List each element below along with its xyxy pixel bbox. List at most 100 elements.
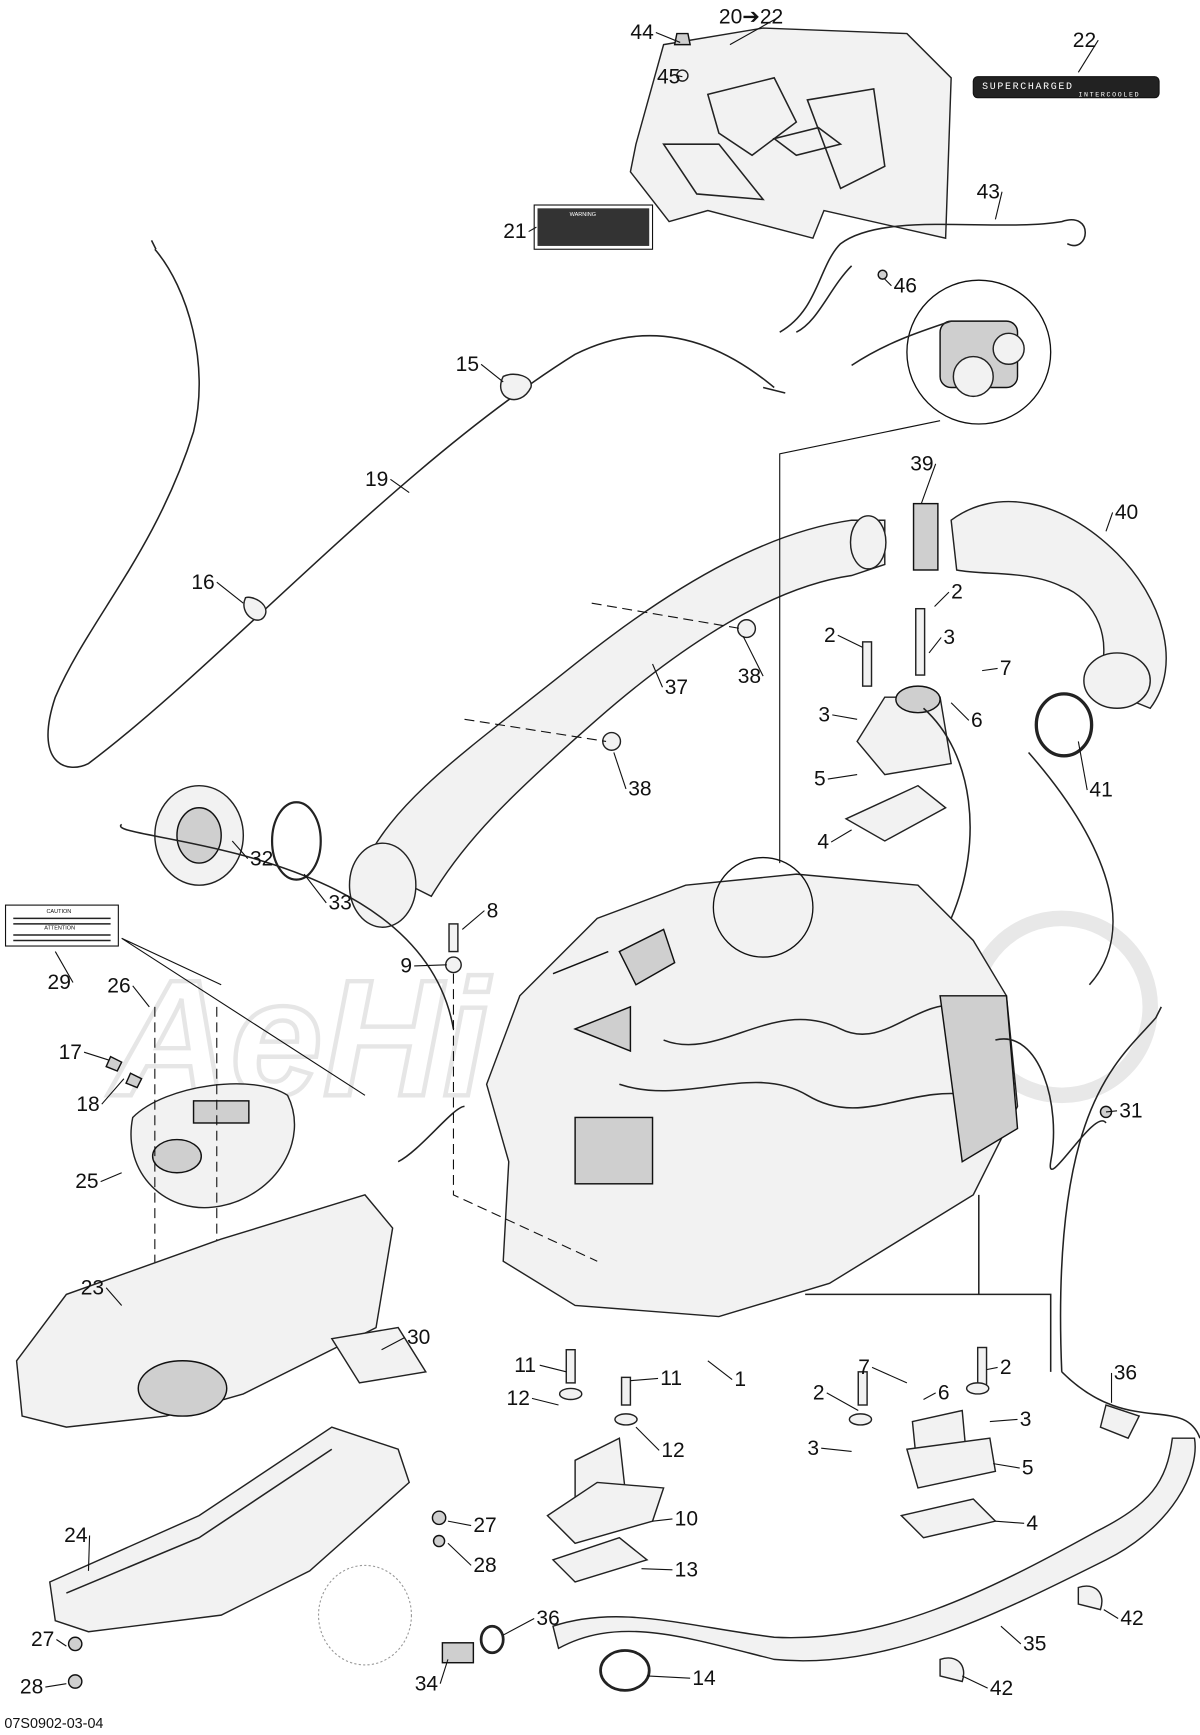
callout-3: 3 — [943, 626, 955, 649]
callout-43: 43 — [977, 180, 1000, 203]
clamp-39 — [912, 502, 939, 571]
supercharged-badge: SUPERCHARGED INTERCOOLED — [972, 76, 1160, 99]
callout-leader-41 — [1077, 741, 1088, 791]
callout-leader-32 — [231, 840, 249, 860]
callout-leader-3 — [832, 714, 858, 720]
callout-leader-3 — [928, 637, 942, 654]
callout-46: 46 — [894, 274, 917, 297]
bolt-38 — [736, 619, 757, 639]
callout-22: 22 — [1073, 29, 1096, 52]
callout-42: 42 — [1120, 1607, 1143, 1630]
callout-2: 2 — [813, 1381, 825, 1404]
engine-mount-front — [546, 1348, 665, 1583]
callout-11: 11 — [514, 1354, 536, 1377]
callout-8: 8 — [487, 899, 499, 922]
callout-1: 1 — [734, 1368, 746, 1391]
caution-decal: CAUTION ATTENTION — [4, 904, 119, 947]
airbox-upper — [15, 1194, 394, 1428]
warning-heading: WARNING — [570, 212, 596, 218]
callout-9: 9 — [400, 955, 412, 978]
callout-leader-42 — [961, 1675, 988, 1689]
callout-leader-3 — [821, 1447, 852, 1453]
badge-line1: SUPERCHARGED — [982, 81, 1073, 92]
callout-15: 15 — [456, 353, 479, 376]
callout-leader-1 — [707, 1360, 733, 1381]
callout-25: 25 — [75, 1170, 98, 1193]
airbox-cover — [130, 1083, 296, 1209]
screw-44 — [673, 32, 692, 46]
callout-38: 38 — [628, 778, 651, 801]
callout-41: 41 — [1089, 779, 1112, 802]
callout-18: 18 — [76, 1093, 99, 1116]
callout-leader-19 — [390, 478, 410, 494]
callout-leader-27 — [447, 1520, 472, 1527]
callout-leader-30 — [381, 1337, 406, 1351]
callout-17: 17 — [59, 1041, 82, 1064]
clip-16 — [243, 596, 267, 621]
airbox-lower — [48, 1426, 411, 1633]
callout-39: 39 — [910, 452, 933, 475]
callout-6: 6 — [971, 709, 983, 732]
callout-leader-36 — [502, 1617, 535, 1636]
engine-mount-rear — [844, 607, 952, 842]
callout-leader-8 — [461, 910, 485, 930]
callout-3: 3 — [818, 704, 830, 727]
callout-leader-11 — [539, 1364, 567, 1373]
wire-harness — [779, 219, 1086, 333]
clips-42 — [939, 1585, 1103, 1683]
callout-3: 3 — [1020, 1408, 1032, 1431]
callout-leader-37 — [652, 663, 663, 688]
callout-leader-38 — [613, 752, 627, 790]
callout-leader-40 — [1105, 512, 1114, 532]
intake-tube — [348, 515, 887, 928]
bolt-8 — [448, 923, 459, 953]
callout-leader-12 — [635, 1426, 660, 1451]
callout-leader-9 — [414, 964, 447, 967]
callout-leader-28 — [45, 1683, 67, 1688]
callout-23: 23 — [81, 1276, 104, 1299]
callout-35: 35 — [1023, 1633, 1046, 1656]
callout-27: 27 — [31, 1628, 54, 1651]
washer-9 — [444, 956, 462, 974]
callout-leader-2 — [986, 1366, 998, 1371]
callout-leader-6 — [923, 1392, 936, 1400]
callout-11: 11 — [660, 1367, 682, 1390]
callout-leader-5 — [993, 1463, 1020, 1469]
callout-24: 24 — [64, 1524, 88, 1547]
callout-29: 29 — [48, 971, 71, 994]
callout-14: 14 — [692, 1667, 716, 1690]
callout-12: 12 — [661, 1439, 684, 1462]
engine-cover — [629, 27, 952, 240]
callout-12: 12 — [507, 1387, 530, 1410]
engine-mount-side — [848, 1346, 997, 1539]
callout-28: 28 — [473, 1554, 496, 1577]
callout-leader-35 — [1000, 1625, 1022, 1645]
callout-19: 19 — [365, 468, 388, 491]
callout-28: 28 — [20, 1676, 43, 1699]
badge-line2: INTERCOOLED — [1078, 91, 1140, 99]
callout-2: 2 — [1000, 1356, 1012, 1379]
callout-leader-14 — [646, 1675, 691, 1679]
callout-27: 27 — [473, 1514, 496, 1537]
callout-leader-29 — [54, 951, 74, 983]
clamp-41 — [1034, 692, 1094, 758]
callout-leader-31 — [1105, 1110, 1118, 1113]
callout-leader-23 — [105, 1287, 123, 1306]
callout-2: 2 — [951, 581, 963, 604]
filter-screen — [317, 1564, 412, 1666]
callout-leader-16 — [216, 581, 244, 604]
callout-36: 36 — [536, 1607, 559, 1630]
callout-13: 13 — [675, 1558, 698, 1581]
filter-30 — [330, 1326, 427, 1384]
callout-leader-46 — [884, 278, 892, 287]
callout-leader-43 — [994, 191, 1003, 220]
attention-heading: ATTENTION — [44, 925, 75, 931]
clip-46 — [877, 269, 888, 280]
callout-10: 10 — [675, 1508, 698, 1531]
callout-45: 45 — [657, 65, 680, 88]
callout-26: 26 — [107, 974, 130, 997]
callout-34: 34 — [415, 1672, 439, 1695]
callout-leader-18 — [101, 1078, 125, 1105]
callout-leader-4 — [830, 829, 852, 843]
